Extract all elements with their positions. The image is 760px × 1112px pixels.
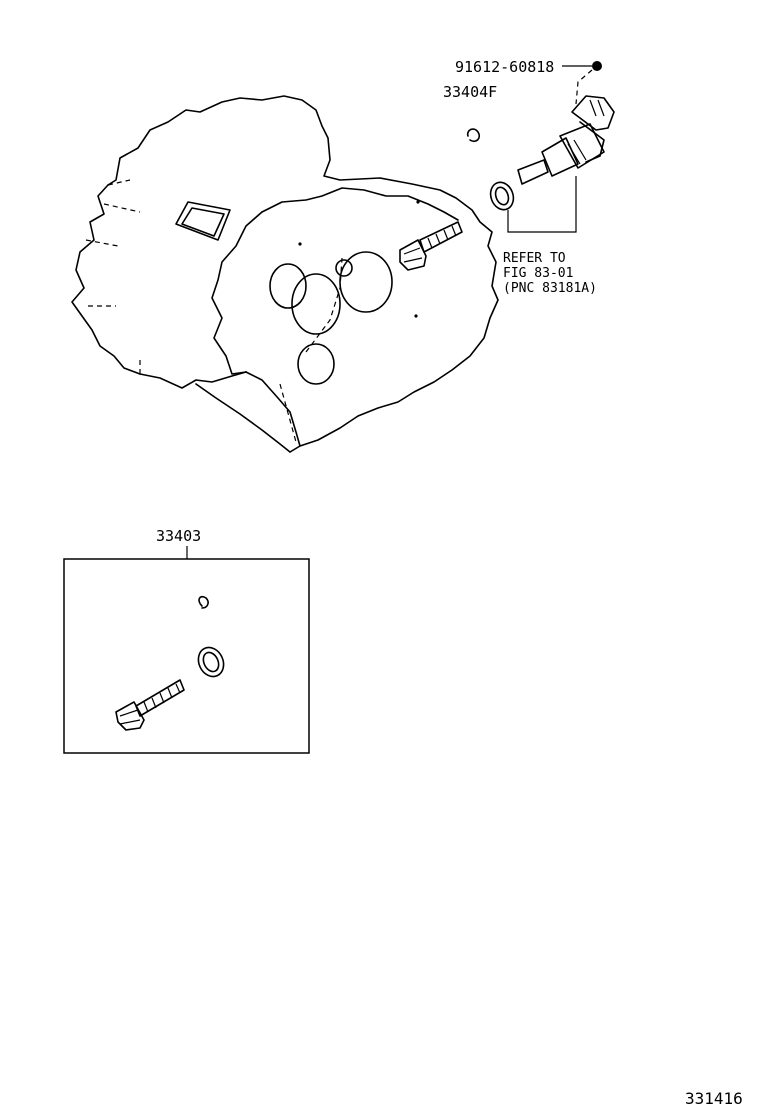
kit-o-ring [197, 646, 225, 678]
bolt [562, 61, 602, 105]
kit-clip [198, 595, 209, 609]
refer-note-line2: FIG 83-01 [503, 266, 573, 281]
o-ring [489, 181, 515, 211]
kit-driven-gear [115, 679, 185, 731]
refer-note-line3: (PNC 83181A) [503, 281, 597, 296]
reference-bracket [507, 176, 577, 233]
bolt-part-number: 91612-60818 [455, 58, 554, 76]
kit-contents-box [63, 558, 310, 754]
driven-gear-installed [399, 221, 463, 271]
clip-part-number: 33404F [443, 83, 497, 101]
speed-sensor [517, 95, 615, 185]
refer-note-line1: REFER TO [503, 251, 566, 266]
transmission-housing [71, 95, 499, 453]
clip [466, 128, 481, 143]
kit-part-number: 33403 [156, 527, 201, 545]
diagram-code: 331416 [685, 1089, 743, 1108]
